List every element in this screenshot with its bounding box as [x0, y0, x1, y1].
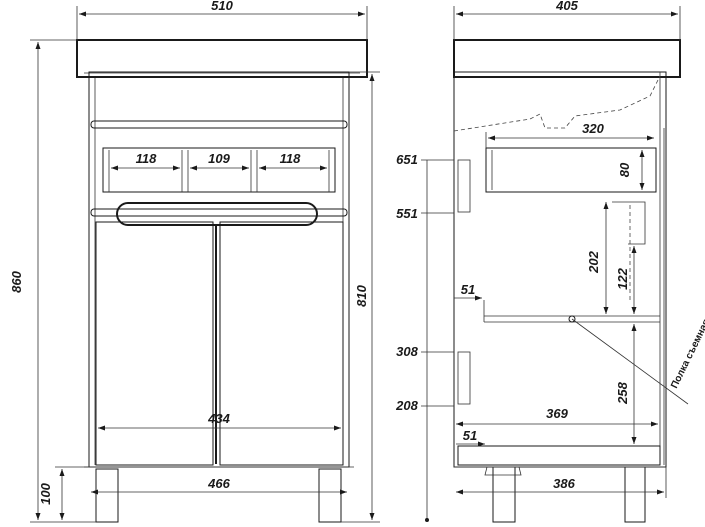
sink-bowl-profile [453, 75, 661, 132]
dim-compartment-height: 202 [586, 250, 601, 273]
side-niche [485, 147, 657, 193]
basin-top [76, 39, 368, 78]
side-front-leg [624, 466, 646, 523]
top-shelf-band [90, 120, 348, 129]
left-door [95, 221, 214, 466]
compartment-outline [612, 201, 646, 245]
dim-body-height: 810 [354, 284, 369, 306]
side-plinth [457, 445, 661, 466]
handle-band [90, 208, 348, 217]
front-left-leg [95, 468, 119, 523]
dim-drawer-left: 118 [136, 151, 157, 166]
front-right-leg [318, 468, 342, 523]
dim-lower-height: 258 [615, 381, 630, 404]
dim-overall-depth: 405 [555, 0, 578, 13]
dim-edge-offset-upper: 51 [461, 282, 475, 297]
dim-leg-height: 100 [38, 482, 53, 504]
dim-body-depth: 386 [553, 476, 575, 491]
dim-drawer-middle: 109 [208, 151, 230, 166]
drawer-compartment [102, 147, 336, 193]
side-basin-top [453, 39, 681, 78]
siphon [484, 466, 522, 476]
level-308: 308 [396, 344, 418, 359]
dim-niche-depth: 320 [582, 121, 604, 136]
dim-edge-offset-lower: 51 [463, 428, 477, 443]
dim-shelf-depth: 369 [546, 406, 568, 421]
front-view: 510 118 109 118 434 466 860 100 810 [9, 0, 380, 523]
dim-overall-width: 510 [211, 0, 233, 13]
dim-overall-height: 860 [9, 270, 24, 292]
cabinet-body [88, 71, 350, 468]
shelf-pin [568, 315, 576, 323]
dim-niche-height: 80 [617, 162, 632, 177]
level-651: 651 [396, 152, 418, 167]
dim-basin-width: 466 [207, 476, 230, 491]
level-208: 208 [395, 398, 418, 413]
level-551: 551 [396, 206, 418, 221]
side-view: 405 320 80 202 122 258 51 369 51 386 [395, 0, 705, 523]
dim-inner-width: 434 [207, 411, 230, 426]
dim-drawer-right: 118 [280, 151, 301, 166]
right-door [219, 221, 344, 466]
shelf-label: Полка съемная [669, 317, 705, 390]
dim-opening-height: 122 [615, 267, 630, 289]
